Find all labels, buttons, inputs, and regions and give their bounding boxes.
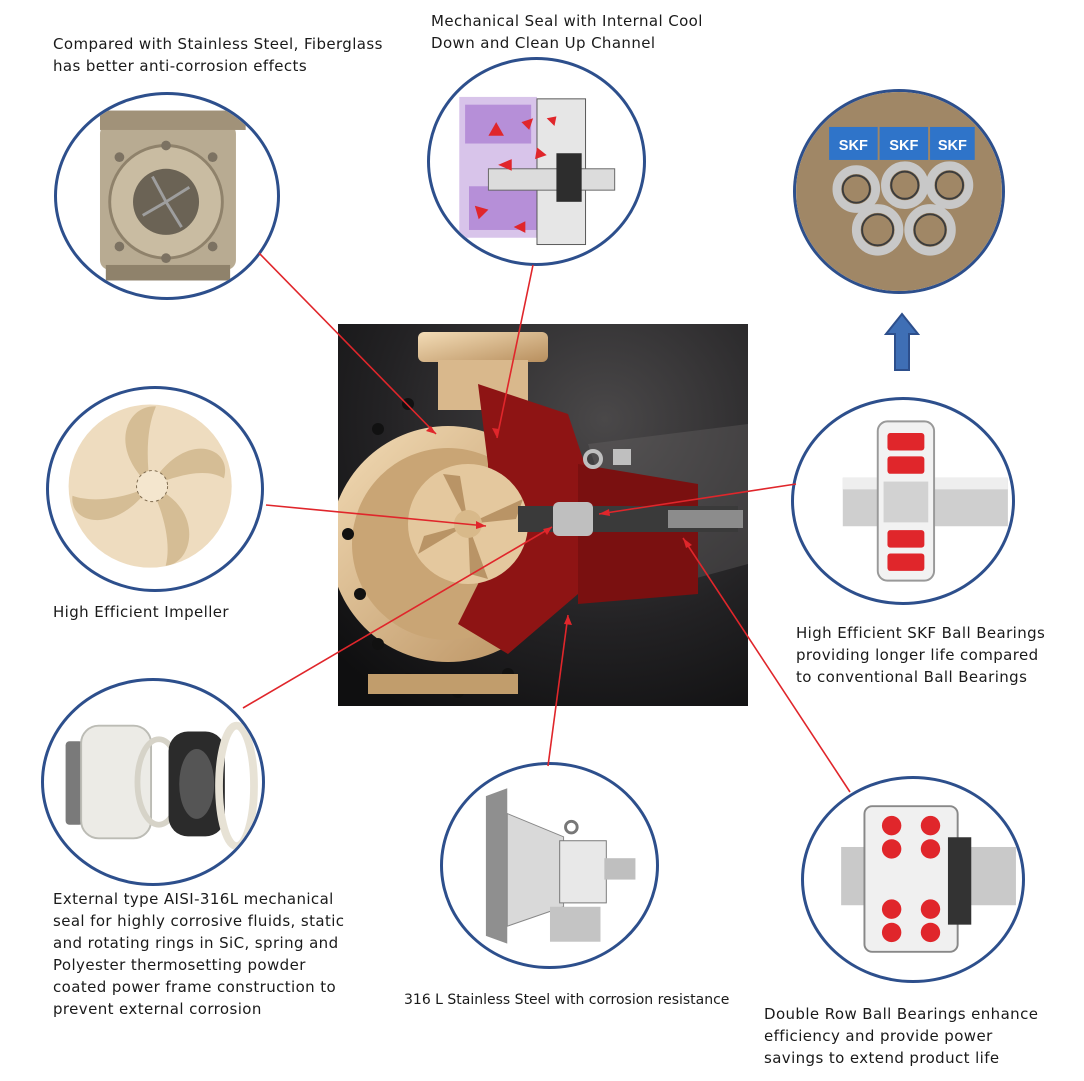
- skf-box-label-2: SKF: [889, 138, 918, 154]
- double-row-bearing-detail: [801, 776, 1025, 983]
- external-mechanical-seal-detail: [41, 678, 265, 886]
- skf-ball-bearing-detail: [791, 397, 1015, 605]
- caption-skf-bearings: High Efficient SKF Ball Bearings providi…: [796, 624, 1046, 686]
- impeller-detail: [46, 386, 264, 592]
- stainless-power-frame-detail: [440, 762, 659, 969]
- caption-fiberglass: Compared with Stainless Steel, Fiberglas…: [53, 35, 383, 75]
- caption-double-row-bearings: Double Row Ball Bearings enhance efficie…: [764, 1005, 1039, 1067]
- skf-bearings-boxes-detail: SKF SKF SKF: [793, 89, 1005, 294]
- caption-mechanical-seal-channel: Mechanical Seal with Internal Cool Down …: [431, 12, 703, 52]
- skf-box-label-1: SKF: [839, 138, 868, 154]
- skf-box-label-3: SKF: [938, 138, 967, 154]
- caption-external-seal: External type AISI-316L mechanical seal …: [53, 890, 345, 1018]
- caption-stainless-steel: 316 L Stainless Steel with corrosion res…: [404, 992, 730, 1008]
- mechanical-seal-channel-detail: [427, 57, 646, 266]
- caption-impeller: High Efficient Impeller: [53, 603, 229, 621]
- fiberglass-casing-detail: [54, 92, 280, 300]
- pump-cutaway-image: [338, 324, 748, 706]
- pump-cutaway-illustration: [338, 324, 748, 706]
- up-arrow-icon: [884, 312, 920, 371]
